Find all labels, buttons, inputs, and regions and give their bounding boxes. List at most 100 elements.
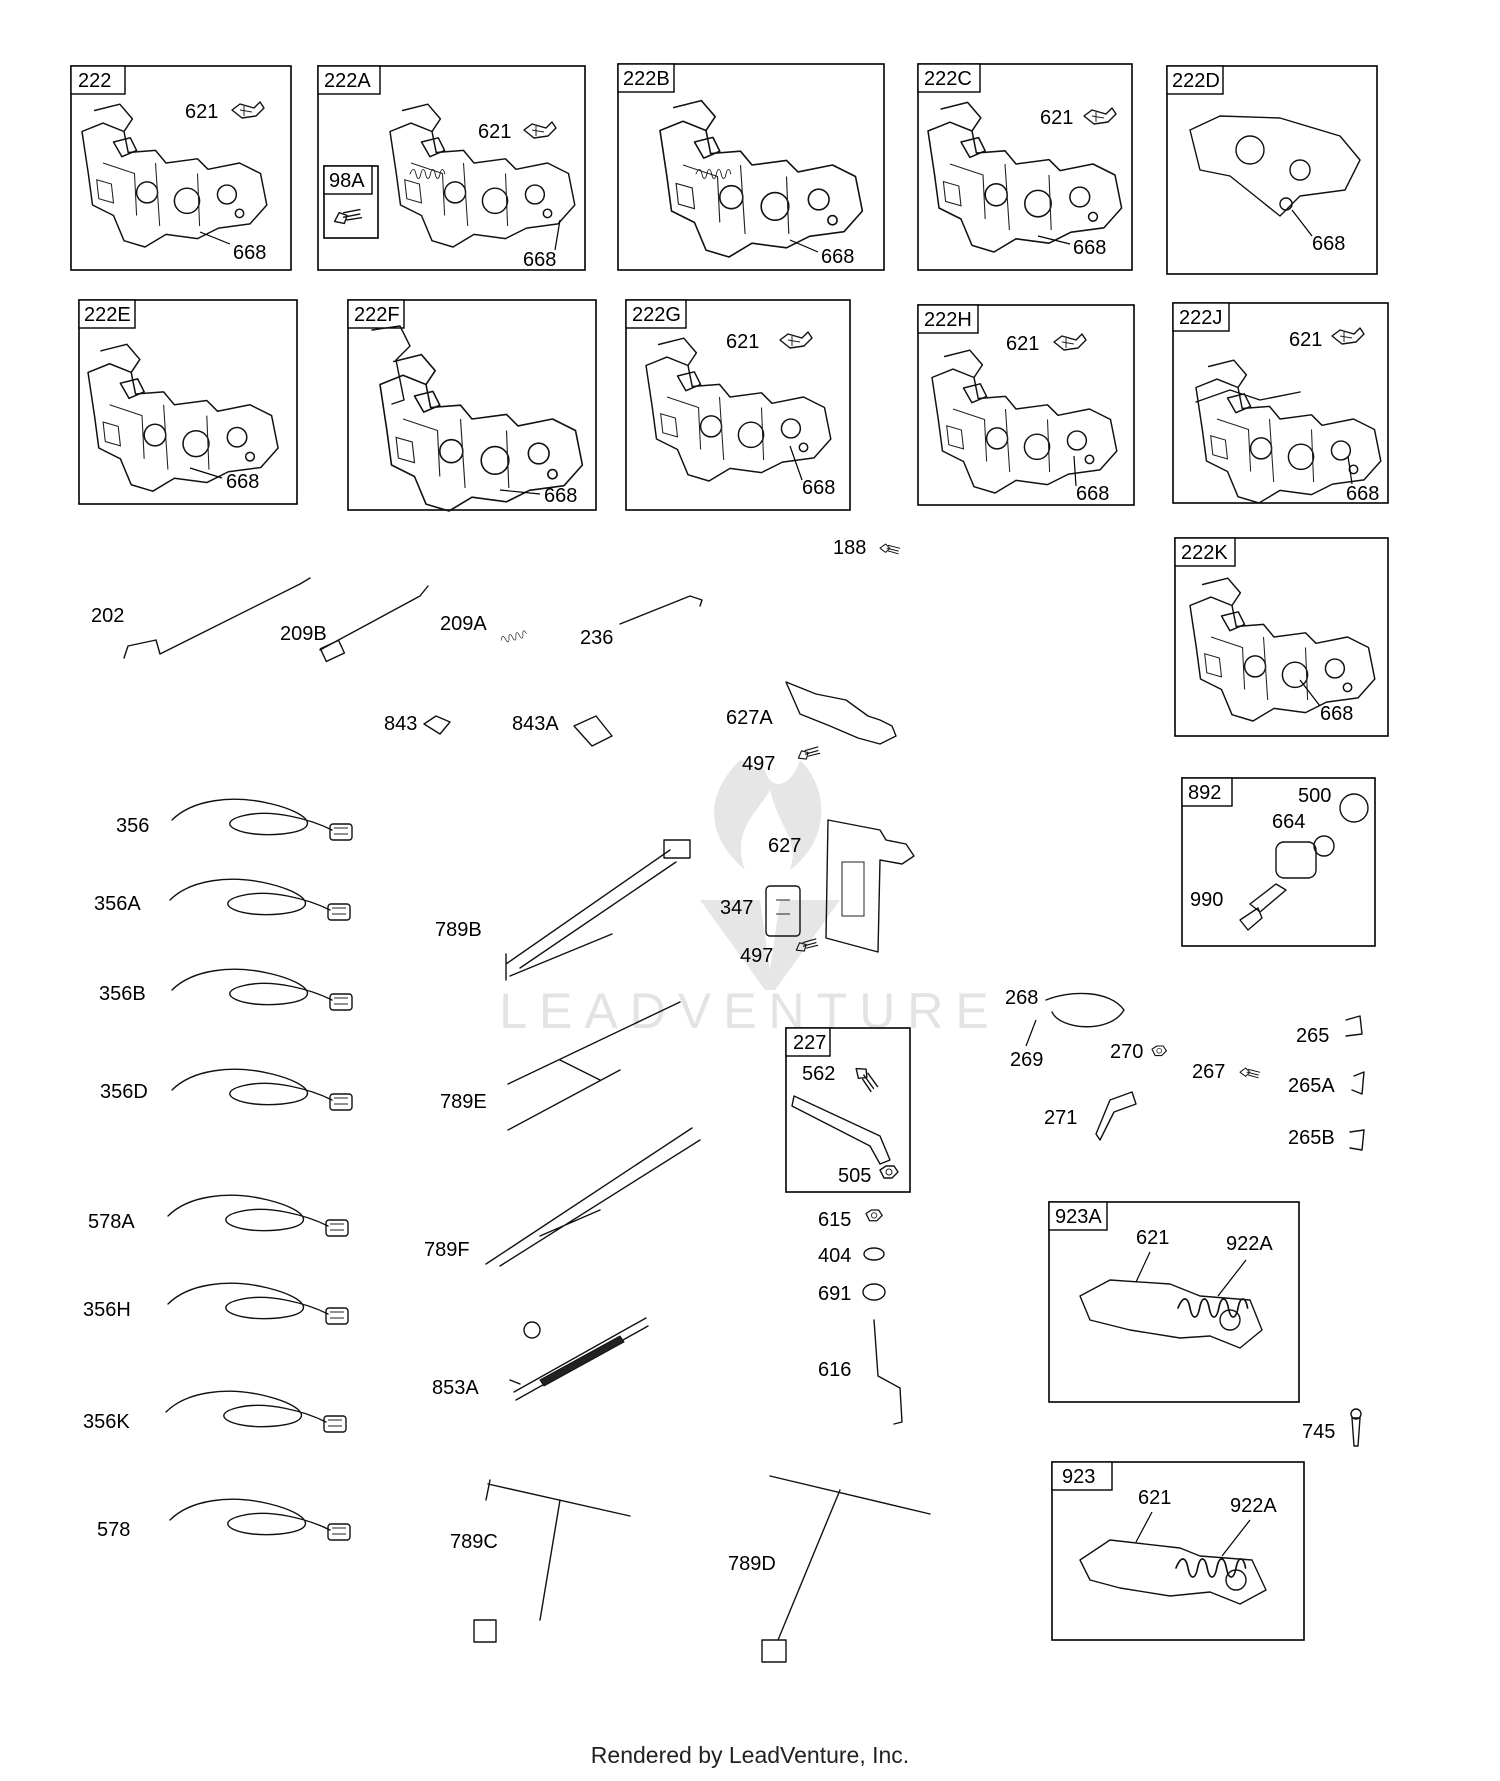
part-label: 356D — [100, 1081, 148, 1103]
part-label: 209A — [440, 613, 487, 635]
part-label: 188 — [833, 537, 866, 559]
watermark-text: LEADVENTURE — [499, 983, 1001, 1039]
part-label: 668 — [1346, 483, 1379, 505]
part-label: 668 — [544, 485, 577, 507]
box-label: 222F — [354, 304, 400, 326]
part-label: 691 — [818, 1283, 851, 1305]
part-label: 789E — [440, 1091, 487, 1113]
part-label: 668 — [802, 477, 835, 499]
part-label: 990 — [1190, 889, 1223, 911]
part-label: 922A — [1226, 1233, 1273, 1255]
part-label: 265 — [1296, 1025, 1329, 1047]
box-222: 222 621 668 — [70, 65, 292, 271]
part-label: 789C — [450, 1531, 498, 1553]
part-label: 404 — [818, 1245, 851, 1267]
box-label: 222K — [1181, 542, 1228, 564]
box-923: 923 621 922A — [1051, 1461, 1305, 1641]
part-label: 497 — [742, 753, 775, 775]
part-label: 616 — [818, 1359, 851, 1381]
part-label: 500 — [1298, 785, 1331, 807]
box-label: 222C — [924, 68, 972, 90]
part-label: 627 — [768, 835, 801, 857]
part-label: 621 — [1138, 1487, 1171, 1509]
box-923A: 923A 621 922A — [1048, 1201, 1300, 1403]
part-label: 347 — [720, 897, 753, 919]
part-label: 621 — [478, 121, 511, 143]
box-222K: 222K 668 — [1174, 537, 1389, 737]
box-222C: 222C 621 668 — [917, 63, 1133, 271]
part-label: 789D — [728, 1553, 776, 1575]
part-label: 668 — [821, 246, 854, 268]
watermark: LEADVENTURE — [499, 760, 1001, 1039]
part-label: 621 — [1040, 107, 1073, 129]
box-label: 222J — [1179, 307, 1222, 329]
part-label: 562 — [802, 1063, 835, 1085]
part-label: 668 — [1320, 703, 1353, 725]
part-label: 621 — [185, 101, 218, 123]
part-label: 356A — [94, 893, 141, 915]
box-222H: 222H 621 668 — [917, 304, 1135, 506]
part-label: 356B — [99, 983, 146, 1005]
part-label: 843A — [512, 713, 559, 735]
loose-parts: 188 202 209B 209A 236 843 843A 627A 497 … — [83, 537, 1365, 1663]
part-label: 668 — [233, 242, 266, 264]
part-label: 265B — [1288, 1127, 1335, 1149]
box-label: 222A — [324, 70, 371, 92]
part-label: 578A — [88, 1211, 135, 1233]
part-label: 668 — [226, 471, 259, 493]
part-label: 265A — [1288, 1075, 1335, 1097]
box-label: 222G — [632, 304, 681, 326]
part-label: 621 — [1136, 1227, 1169, 1249]
box-label: 892 — [1188, 782, 1221, 804]
box-222A: 222A 98A 621 668 — [317, 65, 586, 271]
box-222E: 222E 668 — [78, 299, 298, 505]
part-label: 615 — [818, 1209, 851, 1231]
box-222B: 222B 668 — [617, 63, 885, 271]
box-label: 222H — [924, 309, 972, 331]
part-label: 745 — [1302, 1421, 1335, 1443]
box-222D: 222D 668 — [1166, 65, 1378, 275]
box-label: 222E — [84, 304, 131, 326]
part-label: 268 — [1005, 987, 1038, 1009]
part-label: 209B — [280, 623, 327, 645]
part-label: 664 — [1272, 811, 1305, 833]
part-label: 505 — [838, 1165, 871, 1187]
part-label: 853A — [432, 1377, 479, 1399]
part-label: 578 — [97, 1519, 130, 1541]
part-label: 356K — [83, 1411, 130, 1433]
box-222J: 222J 621 668 — [1172, 302, 1389, 505]
part-label: 202 — [91, 605, 124, 627]
box-892: 892 500 664 990 — [1181, 777, 1376, 947]
box-label: 98A — [329, 170, 365, 192]
part-label: 356 — [116, 815, 149, 837]
part-label: 356H — [83, 1299, 131, 1321]
box-label: 222B — [623, 68, 670, 90]
box-label: 227 — [793, 1032, 826, 1054]
box-label: 222 — [78, 70, 111, 92]
box-label: 923A — [1055, 1206, 1102, 1228]
part-label: 269 — [1010, 1049, 1043, 1071]
part-label: 668 — [1076, 483, 1109, 505]
part-label: 668 — [523, 249, 556, 271]
part-label: 621 — [1006, 333, 1039, 355]
box-label: 222D — [1172, 70, 1220, 92]
part-label: 497 — [740, 945, 773, 967]
part-label: 922A — [1230, 1495, 1277, 1517]
part-label: 843 — [384, 713, 417, 735]
part-label: 621 — [1289, 329, 1322, 351]
part-label: 789F — [424, 1239, 470, 1261]
part-label: 627A — [726, 707, 773, 729]
part-label: 236 — [580, 627, 613, 649]
box-222F: 222F 668 — [347, 299, 597, 512]
part-label: 668 — [1073, 237, 1106, 259]
part-label: 789B — [435, 919, 482, 941]
part-label: 271 — [1044, 1107, 1077, 1129]
part-label: 668 — [1312, 233, 1345, 255]
footer-credit: Rendered by LeadVenture, Inc. — [590, 1742, 910, 1768]
part-label: 267 — [1192, 1061, 1225, 1083]
box-label: 923 — [1062, 1466, 1095, 1488]
box-222G: 222G 621 668 — [625, 299, 851, 511]
box-227: 227 562 505 — [785, 1027, 911, 1193]
part-label: 621 — [726, 331, 759, 353]
